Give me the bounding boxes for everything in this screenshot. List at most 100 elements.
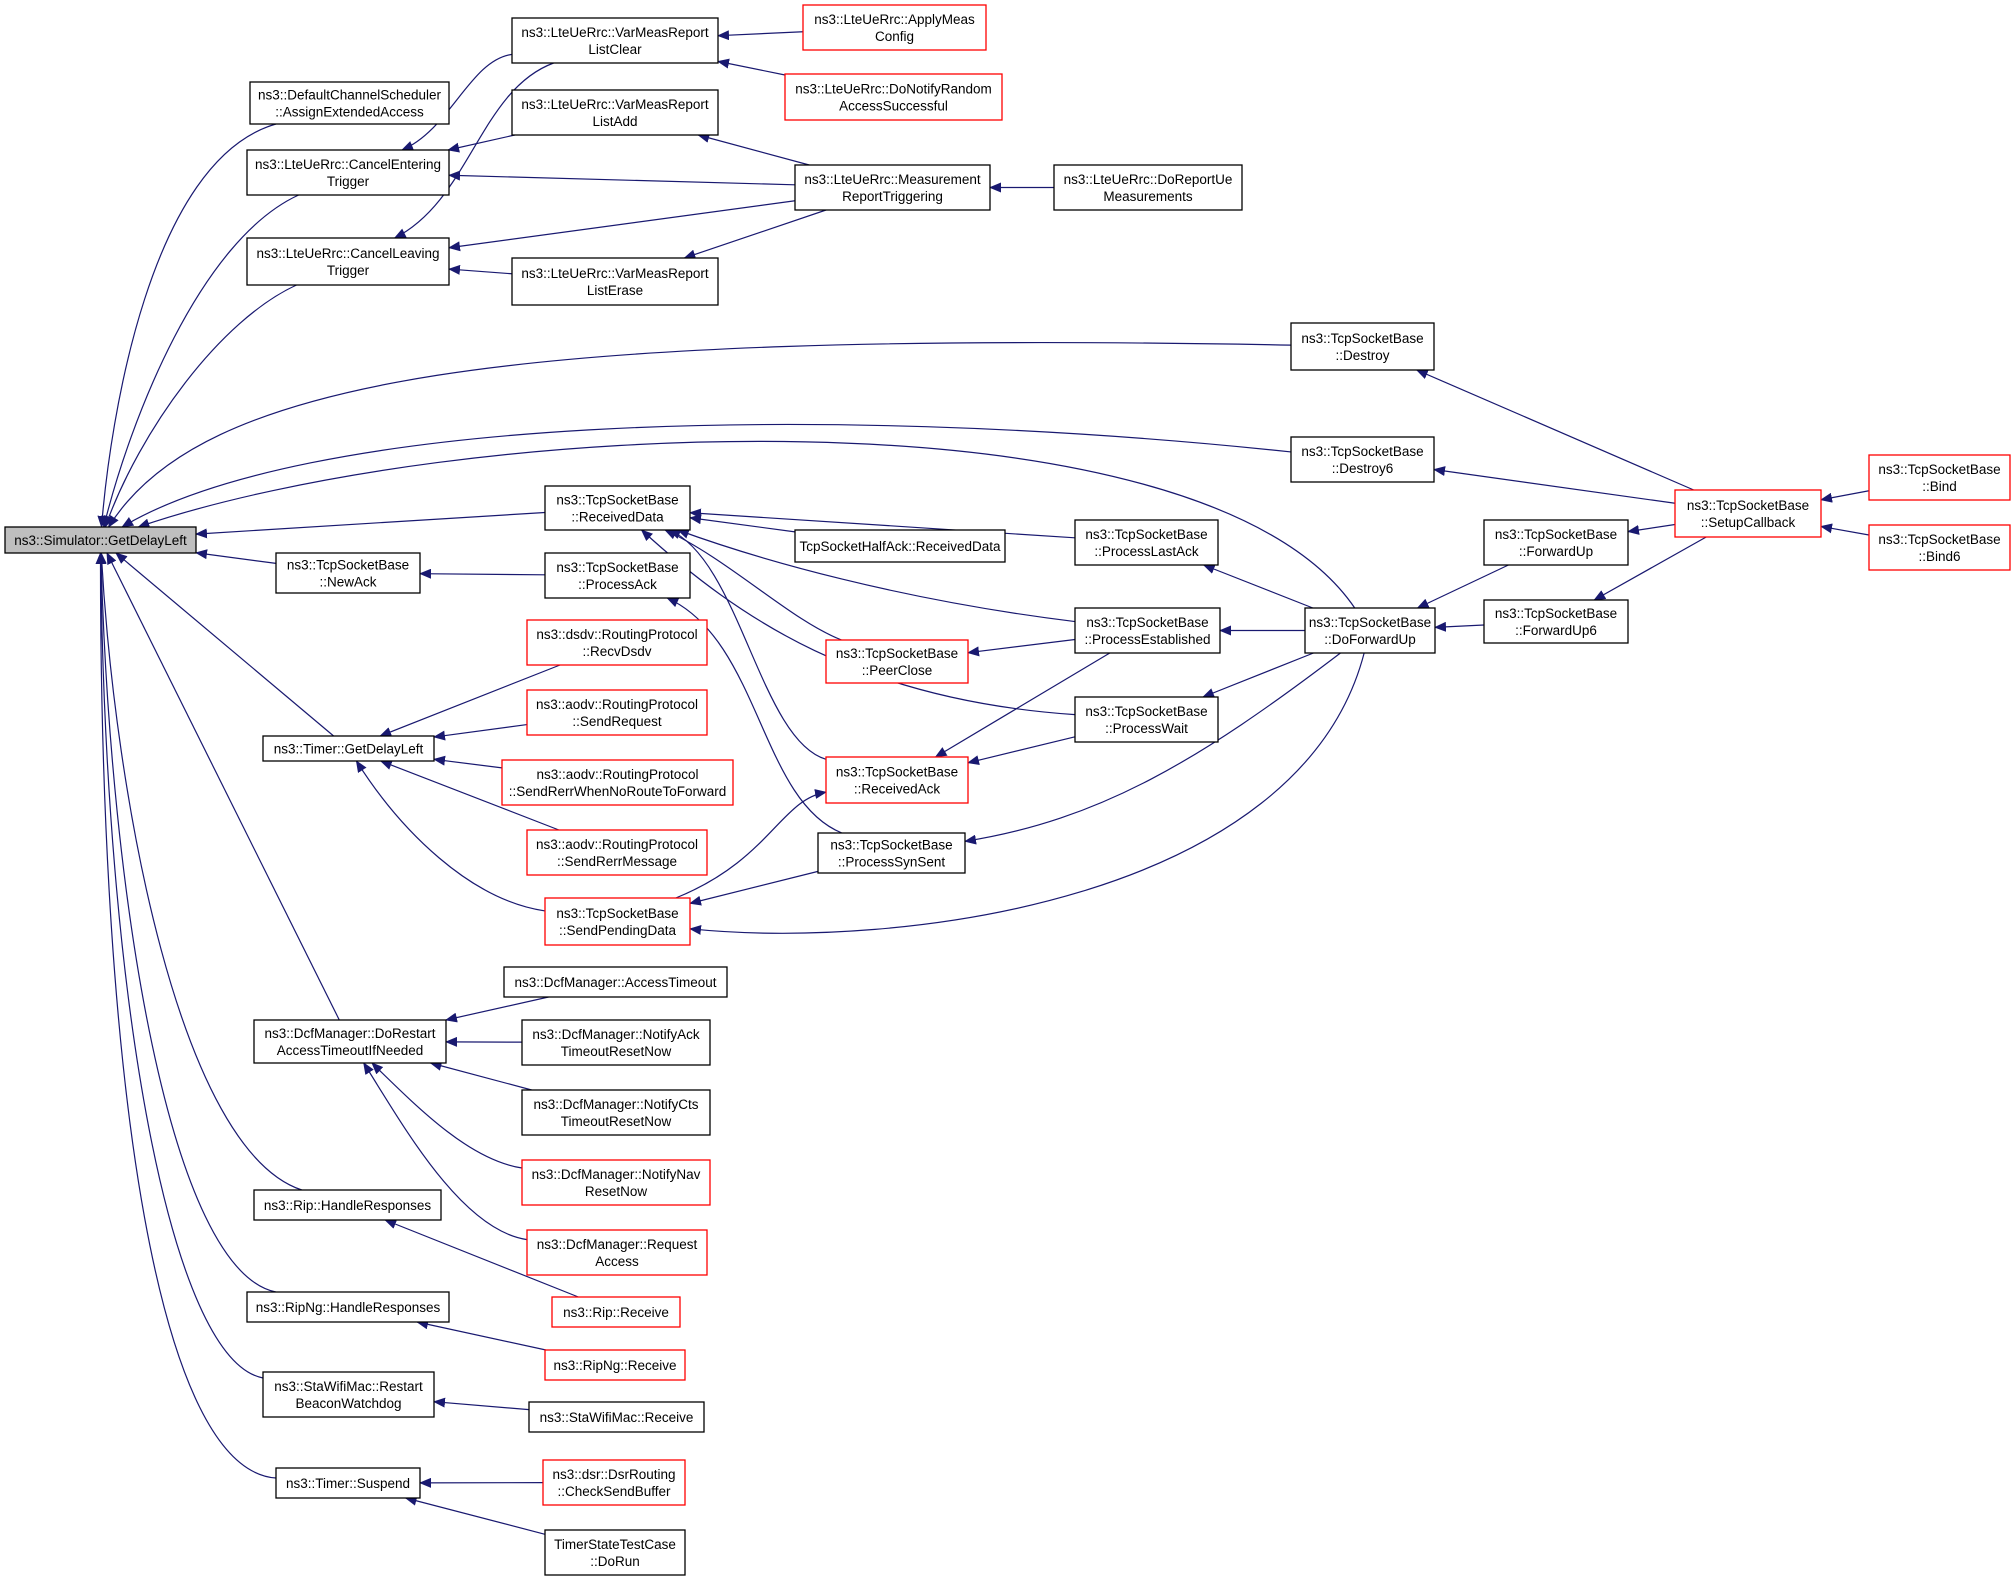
node-ripng-handle[interactable]: ns3::RipNg::HandleResponses (246, 1291, 450, 1323)
node-tsb-procest[interactable]: ns3::TcpSocketBase::ProcessEstablished (1074, 607, 1221, 654)
node-label: ::RecvDsdv (582, 644, 651, 659)
node-tsb-doforwardup[interactable]: ns3::TcpSocketBase::DoForwardUp (1304, 607, 1436, 654)
node-tsb-bind[interactable]: ns3::TcpSocketBase::Bind (1868, 454, 2011, 501)
node-tsb-proclastack[interactable]: ns3::TcpSocketBase::ProcessLastAck (1074, 519, 1219, 566)
node-label: ns3::LteUeRrc::CancelEntering (255, 157, 441, 172)
node-label: ns3::LteUeRrc::VarMeasReport (521, 25, 709, 40)
edge-tsb_destroy-to-root (108, 341, 1292, 528)
node-label: ns3::LteUeRrc::Measurement (804, 172, 981, 187)
node-label: ::DoRun (590, 1554, 640, 1569)
edge-dsdv_recv-to-timer_getdelay (379, 664, 561, 737)
edge-tsb_recvdata-to-root (195, 511, 546, 539)
node-box (802, 4, 987, 51)
node-label: ::Destroy6 (1332, 461, 1394, 476)
node-meas-trigger[interactable]: ns3::LteUeRrc::MeasurementReportTriggeri… (794, 164, 991, 211)
edge-tsb_bind6-to-tsb_setupcb (1820, 523, 1870, 536)
node-label: ::SendPendingData (559, 923, 677, 938)
node-halfack-recv[interactable]: TcpSocketHalfAck::ReceivedData (794, 529, 1006, 563)
node-sta-receive[interactable]: ns3::StaWifiMac::Receive (528, 1401, 705, 1433)
node-box (253, 1019, 447, 1064)
node-box (262, 735, 435, 762)
node-timerstate-dorun[interactable]: TimerStateTestCase::DoRun (544, 1529, 686, 1576)
node-label: ns3::TcpSocketBase (1085, 704, 1207, 719)
node-tsb-bind6[interactable]: ns3::TcpSocketBase::Bind6 (1868, 524, 2011, 571)
edge-tsb_newack-to-root (195, 549, 277, 564)
node-label: ns3::Rip::Receive (563, 1305, 669, 1320)
node-box (1483, 519, 1629, 566)
node-dcf-accesstimeout[interactable]: ns3::DcfManager::AccessTimeout (503, 966, 728, 998)
node-label: ::ReceivedData (571, 510, 664, 525)
node-box (275, 552, 421, 594)
node-tsb-peerclose[interactable]: ns3::TcpSocketBase::PeerClose (825, 639, 969, 684)
node-rip-handle[interactable]: ns3::Rip::HandleResponses (253, 1189, 442, 1221)
node-box (262, 1371, 435, 1418)
node-tsb-sendpending[interactable]: ns3::TcpSocketBase::SendPendingData (544, 897, 691, 946)
node-dcf-notifycts[interactable]: ns3::DcfManager::NotifyCtsTimeoutResetNo… (521, 1089, 711, 1136)
node-tsb-procack[interactable]: ns3::TcpSocketBase::ProcessAck (544, 552, 691, 599)
node-label: ::AssignExtendedAccess (275, 105, 424, 120)
node-tsb-recvack[interactable]: ns3::TcpSocketBase::ReceivedAck (825, 756, 969, 804)
node-label: Measurements (1103, 189, 1193, 204)
node-dcf-notifyack[interactable]: ns3::DcfManager::NotifyAckTimeoutResetNo… (521, 1019, 711, 1066)
node-box (501, 759, 734, 806)
node-tsb-newack[interactable]: ns3::TcpSocketBase::NewAck (275, 552, 421, 594)
node-dcs-assign[interactable]: ns3::DefaultChannelScheduler::AssignExte… (249, 81, 450, 125)
node-tsb-setupcb[interactable]: ns3::TcpSocketBase::SetupCallback (1674, 489, 1822, 538)
edge-tsb_fwdup6-to-tsb_doforwardup (1434, 621, 1485, 632)
node-tsb-destroy6[interactable]: ns3::TcpSocketBase::Destroy6 (1290, 436, 1435, 483)
node-root[interactable]: ns3::Simulator::GetDelayLeft (4, 526, 197, 554)
node-tsb-procsynsent[interactable]: ns3::TcpSocketBase::ProcessSynSent (817, 832, 966, 874)
node-ripng-receive[interactable]: ns3::RipNg::Receive (544, 1349, 686, 1381)
node-box (246, 149, 450, 196)
node-box (521, 1019, 711, 1066)
node-box (551, 1296, 681, 1328)
node-dsdv-recv[interactable]: ns3::dsdv::RoutingProtocol::RecvDsdv (526, 619, 708, 666)
node-timer-getdelay[interactable]: ns3::Timer::GetDelayLeft (262, 735, 435, 762)
node-label: Config (875, 29, 914, 44)
node-label: ns3::DcfManager::NotifyNav (532, 1167, 701, 1182)
edge-layer (95, 30, 1870, 1535)
node-aodv-rerrnoroute[interactable]: ns3::aodv::RoutingProtocol::SendRerrWhen… (501, 759, 734, 806)
node-tsb-fwdup[interactable]: ns3::TcpSocketBase::ForwardUp (1483, 519, 1629, 566)
node-aodv-sendreq[interactable]: ns3::aodv::RoutingProtocol::SendRequest (526, 689, 708, 736)
node-label: ns3::LteUeRrc::VarMeasReport (521, 266, 709, 281)
edge-varmeas_clear-to-cancel_leaving (393, 62, 554, 239)
node-box (544, 485, 691, 531)
node-rip-receive[interactable]: ns3::Rip::Receive (551, 1296, 681, 1328)
edge-varmeas_erase-to-cancel_leaving (448, 264, 513, 275)
node-tsb-recvdata[interactable]: ns3::TcpSocketBase::ReceivedData (544, 485, 691, 531)
node-label: ListErase (587, 283, 643, 298)
node-box (526, 1229, 708, 1276)
node-label: TcpSocketHalfAck::ReceivedData (799, 539, 1001, 554)
node-box (249, 81, 450, 125)
node-box (1074, 519, 1219, 566)
node-box (1868, 454, 2011, 501)
node-timer-suspend[interactable]: ns3::Timer::Suspend (275, 1467, 421, 1499)
node-tsb-procwait[interactable]: ns3::TcpSocketBase::ProcessWait (1074, 696, 1219, 743)
node-label: ns3::TcpSocketBase (556, 906, 678, 921)
node-aodv-rerrmsg[interactable]: ns3::aodv::RoutingProtocol::SendRerrMess… (526, 829, 708, 876)
node-label: ::ProcessLastAck (1094, 544, 1199, 559)
node-label: Access (595, 1254, 639, 1269)
node-tsb-destroy[interactable]: ns3::TcpSocketBase::Destroy (1290, 322, 1435, 371)
node-dcf-dorestart[interactable]: ns3::DcfManager::DoRestartAccessTimeoutI… (253, 1019, 447, 1064)
node-label: ns3::TcpSocketBase (1301, 331, 1423, 346)
node-label: ns3::TcpSocketBase (556, 560, 678, 575)
node-tsb-fwdup6[interactable]: ns3::TcpSocketBase::ForwardUp6 (1483, 599, 1629, 644)
node-dsr-checksend[interactable]: ns3::dsr::DsrRouting::CheckSendBuffer (542, 1459, 686, 1506)
node-label: ns3::aodv::RoutingProtocol (536, 697, 698, 712)
edge-tsb_setupcb-to-tsb_fwdup6 (1593, 536, 1707, 601)
node-box (521, 1159, 711, 1206)
node-donotify-random[interactable]: ns3::LteUeRrc::DoNotifyRandomAccessSucce… (784, 73, 1003, 121)
